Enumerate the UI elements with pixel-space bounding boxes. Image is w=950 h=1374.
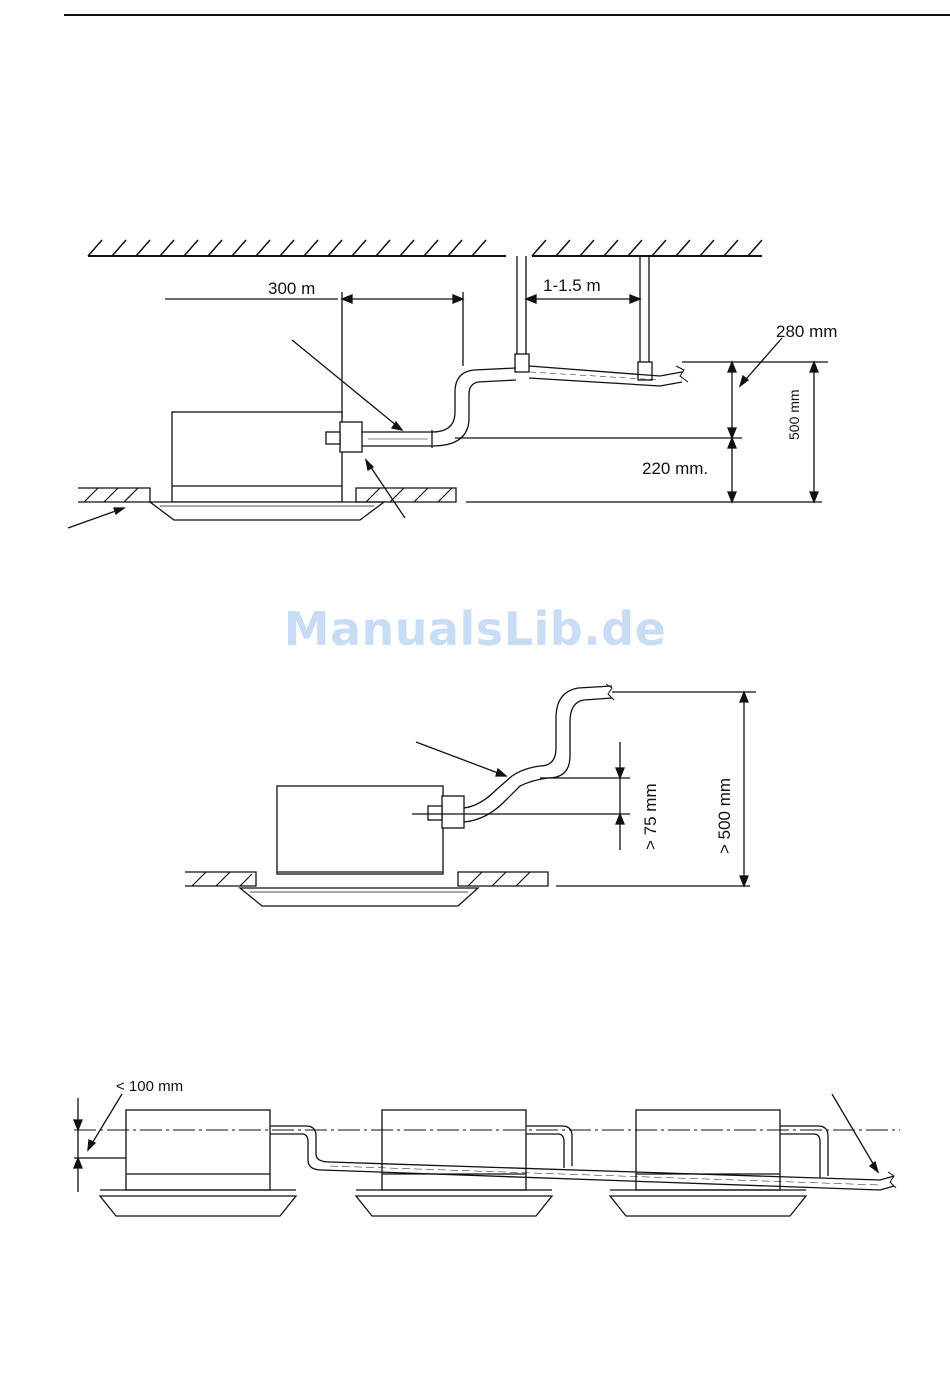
false-ceiling-2 <box>185 872 750 886</box>
rise-dimensions: > 75 mm > 500 mm <box>412 692 756 886</box>
main-drain-pipe <box>270 1126 896 1190</box>
figure-3-multi-unit-drain: < 100 mm <box>74 1078 900 1216</box>
height-dimensions: 280 mm 220 mm. 500 mm <box>455 322 837 502</box>
indoor-unit-c <box>610 1110 806 1216</box>
label-max-offset: < 100 mm <box>116 1078 183 1095</box>
dimension-hanger-spacing: 1-1.5 m <box>526 276 640 303</box>
label-pipe-run: 300 m <box>268 279 315 298</box>
label-outlet-height: 220 mm. <box>642 459 708 478</box>
drain-pipe <box>326 366 688 452</box>
label-slope: 280 mm <box>776 322 837 341</box>
drain-pipe-2 <box>428 684 614 828</box>
label-total-height: 500 mm <box>786 389 802 440</box>
label-rise: > 75 mm <box>641 783 660 850</box>
dimension-pipe-run: 300 m <box>165 279 463 418</box>
indoor-unit-b <box>356 1110 552 1216</box>
figure-1-drain-pipe-layout: 300 m 1-1.5 m <box>68 240 837 528</box>
pointer-arrow-2 <box>416 742 506 776</box>
label-total-height-2: > 500 mm <box>715 778 734 854</box>
ceiling-slab <box>88 240 762 256</box>
pointer-arrow-3 <box>832 1094 878 1172</box>
pipe-hangers <box>515 256 652 380</box>
watermark: ManualsLib.de <box>0 602 950 656</box>
figure-2-drain-rise: > 75 mm > 500 mm <box>185 684 756 906</box>
label-hanger-spacing: 1-1.5 m <box>543 276 601 295</box>
indoor-unit-a <box>100 1110 296 1216</box>
